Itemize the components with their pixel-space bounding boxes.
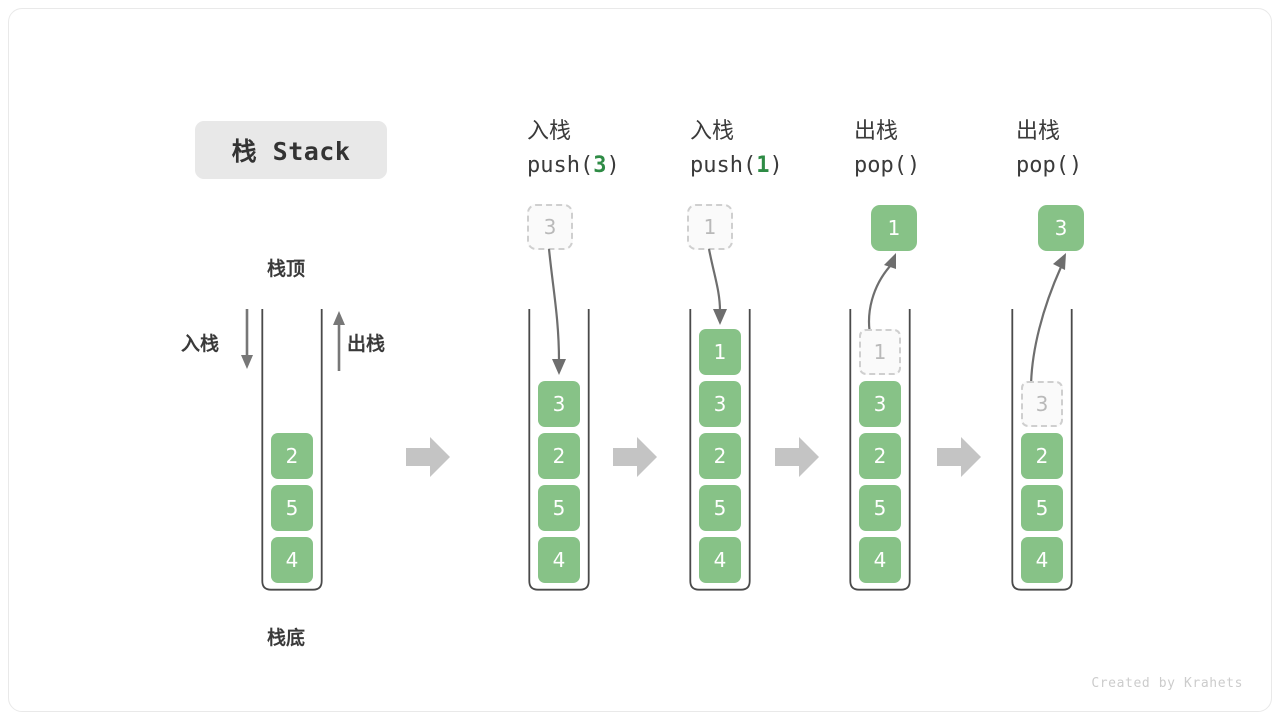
floating-ghost-cell-2: 1: [687, 204, 733, 250]
caption-cn-4: 出栈: [1016, 119, 1061, 144]
stack-cell: 5: [1021, 485, 1063, 531]
popped-cell-4: 3: [1038, 205, 1084, 251]
pop-direction-label: 出栈: [347, 333, 386, 355]
stack-cell: 2: [271, 433, 313, 479]
caption-pop-1: 出栈 pop(): [854, 115, 920, 183]
caption-push-1: 入栈 push(1): [690, 115, 783, 183]
code-suffix-4: ): [1068, 153, 1083, 179]
stack-cell-ghost: 3: [1021, 381, 1063, 427]
transition-arrow-icon-1: [406, 437, 450, 477]
stack-column-initial: 2 5 4: [261, 309, 323, 591]
code-prefix-4: pop(: [1016, 153, 1069, 179]
stack-cell: 4: [1021, 537, 1063, 583]
transition-arrow-icon-3: [775, 437, 819, 477]
stack-cell: 2: [859, 433, 901, 479]
stack-cell: 4: [699, 537, 741, 583]
stack-top-label: 栈顶: [267, 258, 306, 280]
code-prefix-3: pop(: [854, 153, 907, 179]
stack-cell: 1: [699, 329, 741, 375]
stack-cell: 5: [859, 485, 901, 531]
code-suffix-2: ): [769, 153, 783, 179]
page-title: 栈 Stack: [195, 121, 387, 179]
caption-cn-3: 出栈: [854, 119, 899, 144]
stack-column-push-3: 3 2 5 4: [528, 309, 590, 591]
push-direction-label: 入栈: [181, 333, 220, 355]
stack-cells-initial: 2 5 4: [271, 433, 313, 583]
stack-container-outline-icon: [1011, 309, 1073, 591]
code-suffix-3: ): [906, 153, 921, 179]
stack-cells-push-1: 1 3 2 5 4: [699, 329, 741, 583]
transition-arrow-icon-4: [937, 437, 981, 477]
caption-pop-3: 出栈 pop(): [1016, 115, 1082, 183]
code-suffix-1: ): [606, 153, 620, 179]
caption-push-3: 入栈 push(3): [527, 115, 620, 183]
push-direction-arrow-icon: [241, 309, 253, 369]
stack-cells-pop-3: 3 2 5 4: [1021, 381, 1063, 583]
stack-cell: 5: [271, 485, 313, 531]
code-arg-1: 3: [593, 153, 607, 179]
transition-arrow-icon-2: [613, 437, 657, 477]
pop-motion-arrow-icon-4: [1029, 253, 1066, 390]
caption-code-2: push(1): [690, 149, 783, 183]
stack-column-push-1: 1 3 2 5 4: [689, 309, 751, 591]
popped-cell-3: 1: [871, 205, 917, 251]
pop-direction-arrow-icon: [333, 311, 345, 371]
stack-cells-pop-1: 1 3 2 5 4: [859, 329, 901, 583]
stack-cells-push-3: 3 2 5 4: [538, 381, 580, 583]
stack-cell: 4: [271, 537, 313, 583]
footer-credit: Created by Krahets: [1091, 676, 1243, 691]
stack-container-outline-icon: [528, 309, 590, 591]
caption-code-3: pop(): [854, 149, 920, 183]
caption-cn-2: 入栈: [690, 119, 735, 144]
stack-container-outline-icon: [689, 309, 751, 591]
stack-column-pop-1: 1 3 2 5 4: [849, 309, 911, 591]
push-motion-arrow-icon-2: [707, 248, 727, 325]
stack-cell: 2: [699, 433, 741, 479]
code-arg-2: 1: [756, 153, 770, 179]
floating-ghost-cell-1: 3: [527, 204, 573, 250]
stack-cell: 2: [538, 433, 580, 479]
caption-cn-1: 入栈: [527, 119, 572, 144]
stack-cell: 4: [538, 537, 580, 583]
caption-code-1: push(3): [527, 149, 620, 183]
stack-column-pop-3: 3 2 5 4: [1011, 309, 1073, 591]
stack-cell: 3: [859, 381, 901, 427]
caption-code-4: pop(): [1016, 149, 1082, 183]
stack-cell: 2: [1021, 433, 1063, 479]
stack-cell-ghost: 1: [859, 329, 901, 375]
push-motion-arrow-icon-1: [547, 248, 566, 375]
stack-cell: 4: [859, 537, 901, 583]
stack-cell: 3: [699, 381, 741, 427]
code-prefix-1: push(: [527, 153, 594, 179]
stack-cell: 5: [538, 485, 580, 531]
stack-cell: 5: [699, 485, 741, 531]
stack-container-outline-icon: [849, 309, 911, 591]
stack-container-outline-icon: [261, 309, 323, 591]
code-prefix-2: push(: [690, 153, 757, 179]
stack-bottom-label: 栈底: [267, 627, 306, 649]
stack-cell: 3: [538, 381, 580, 427]
